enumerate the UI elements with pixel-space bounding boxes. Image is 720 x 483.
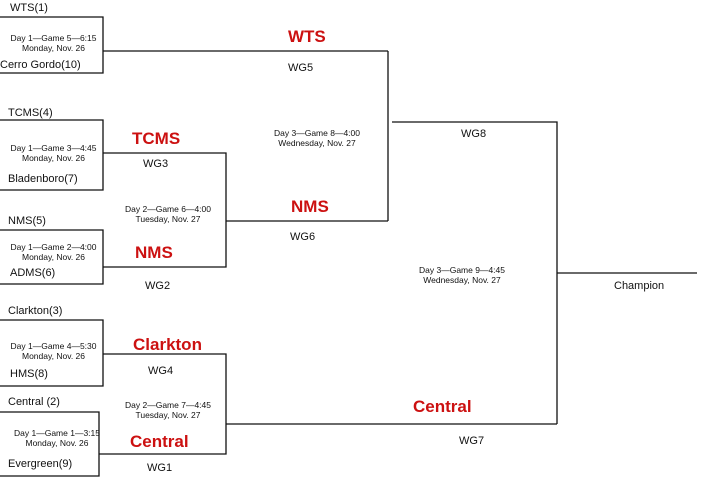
game1-date: Monday, Nov. 26 — [25, 438, 89, 448]
bracket-line-tcms-game — [0, 119, 104, 191]
game2-info: Day 1—Game 2—4:00 Monday, Nov. 26 — [4, 242, 103, 262]
bracket-line-central-game — [0, 411, 100, 477]
game1-time: Day 1—Game 1—3:15 — [14, 428, 100, 438]
game8-info: Day 3—Game 8—4:00 Wednesday, Nov. 27 — [262, 128, 372, 148]
game9-date: Wednesday, Nov. 27 — [423, 275, 501, 285]
winner-wts: WTS — [288, 27, 326, 46]
label-wg4: WG4 — [148, 365, 174, 377]
winner-central-round1: Central — [130, 432, 189, 451]
game2-date: Monday, Nov. 26 — [22, 252, 85, 262]
label-wg3: WG3 — [143, 158, 169, 170]
team-nms: NMS(5) — [8, 215, 46, 227]
game3-date: Monday, Nov. 26 — [22, 153, 85, 163]
game6-date: Tuesday, Nov. 27 — [135, 214, 201, 224]
bracket-line-game6 — [103, 152, 227, 268]
team-cerro-gordo: Cerro Gordo(10) — [0, 59, 81, 71]
team-bladenboro: Bladenboro(7) — [8, 173, 78, 185]
game4-time: Day 1—Game 4—5:30 — [10, 341, 97, 351]
bracket-line-wts-game — [0, 16, 104, 74]
team-clarkton: Clarkton(3) — [8, 305, 63, 317]
team-evergreen: Evergreen(9) — [8, 458, 73, 470]
game4-info: Day 1—Game 4—5:30 Monday, Nov. 26 — [4, 341, 103, 361]
label-wg7: WG7 — [459, 435, 485, 447]
game5-date: Monday, Nov. 26 — [22, 43, 85, 53]
bracket-line-game7 — [99, 353, 227, 455]
game5-time: Day 1—Game 5—6:15 — [10, 33, 97, 43]
game6-info: Day 2—Game 6—4:00 Tuesday, Nov. 27 — [118, 204, 218, 224]
label-wg5: WG5 — [288, 62, 314, 74]
game8-time: Day 3—Game 8—4:00 — [274, 128, 360, 138]
team-central: Central (2) — [8, 396, 60, 408]
winner-central-round2: Central — [413, 397, 472, 416]
label-wg6: WG6 — [290, 231, 316, 243]
bracket-line-nms-game — [0, 229, 104, 285]
label-wg1: WG1 — [147, 462, 173, 474]
game3-info: Day 1—Game 3—4:45 Monday, Nov. 26 — [4, 143, 103, 163]
team-adms: ADMS(6) — [10, 267, 56, 279]
label-wg2: WG2 — [145, 280, 171, 292]
bracket-line-game9 — [392, 121, 558, 424]
game9-time: Day 3—Game 9—4:45 — [419, 265, 505, 275]
game1-info: Day 1—Game 1—3:15 Monday, Nov. 26 — [12, 428, 102, 448]
champion-label: Champion — [614, 280, 665, 292]
game8-date: Wednesday, Nov. 27 — [278, 138, 356, 148]
game5-info: Day 1—Game 5—6:15 Monday, Nov. 26 — [4, 33, 103, 53]
winner-clarkton: Clarkton — [133, 335, 202, 354]
team-wts: WTS(1) — [10, 2, 48, 14]
bracket-line-clarkton-game — [0, 319, 104, 387]
winner-tcms: TCMS — [132, 129, 181, 148]
game7-info: Day 2—Game 7—4:45 Tuesday, Nov. 27 — [118, 400, 218, 420]
winner-nms-round2: NMS — [291, 197, 329, 216]
game6-time: Day 2—Game 6—4:00 — [125, 204, 211, 214]
game3-time: Day 1—Game 3—4:45 — [10, 143, 97, 153]
game4-date: Monday, Nov. 26 — [22, 351, 85, 361]
game7-date: Tuesday, Nov. 27 — [135, 410, 201, 420]
game7-time: Day 2—Game 7—4:45 — [125, 400, 211, 410]
team-hms: HMS(8) — [10, 368, 48, 380]
game2-time: Day 1—Game 2—4:00 — [10, 242, 97, 252]
winner-nms-round1: NMS — [135, 243, 173, 262]
team-tcms: TCMS(4) — [8, 107, 53, 119]
game9-info: Day 3—Game 9—4:45 Wednesday, Nov. 27 — [402, 265, 522, 285]
label-wg8: WG8 — [461, 128, 487, 140]
